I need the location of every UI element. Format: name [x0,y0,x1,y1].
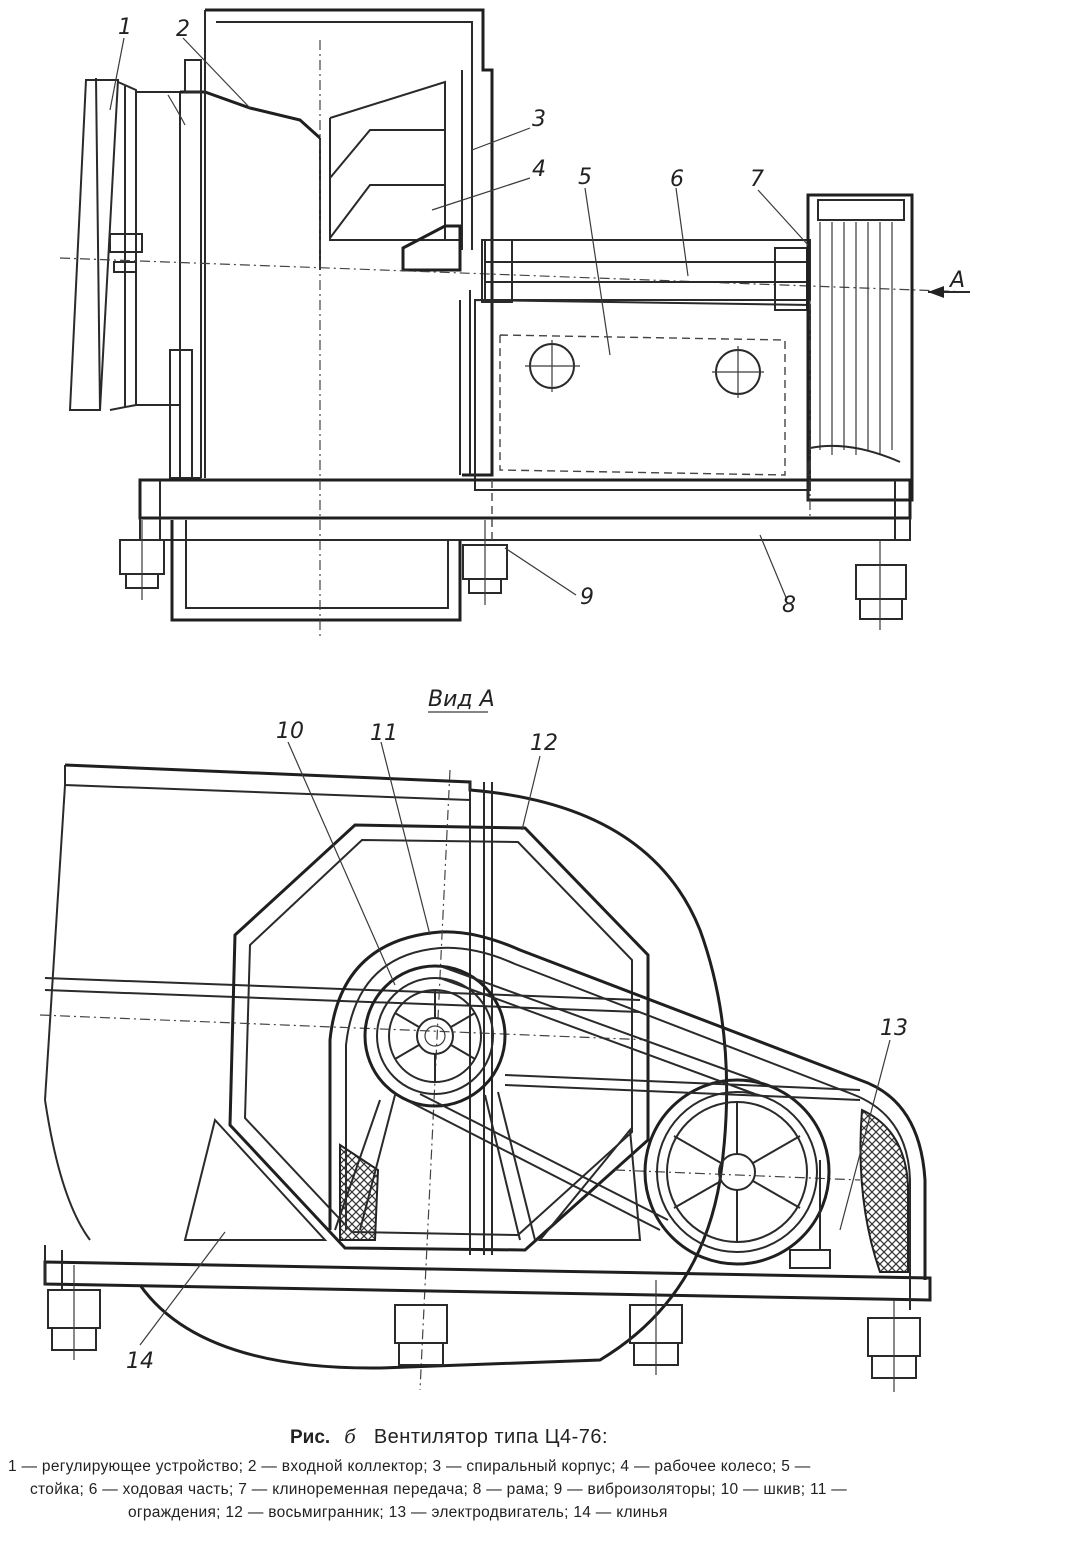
inlet-collector [169,59,322,479]
caption-figure-number: б [344,1426,356,1448]
label-4: 4 [532,157,546,182]
label-arrow-a: A [948,268,965,293]
frame [138,478,912,541]
label-8: 8 [782,593,796,618]
caption-figure-title: Вентилятор типа Ц4-76: [373,1426,609,1448]
label-13: 13 [880,1016,908,1041]
caption-line-2: стойка; 6 — ходовая часть; 7 — клинореме… [30,1481,848,1498]
label-12: 12 [530,731,558,756]
view-label: Вид А [428,687,495,712]
lower-casing [170,520,462,622]
vibration-isolators [119,520,907,630]
label-7: 7 [750,167,764,192]
label-6: 6 [670,167,684,192]
running-part [59,239,971,311]
label-11: 11 [370,721,398,746]
label-1: 1 [118,15,132,40]
guard [328,930,927,1280]
label-3: 3 [532,107,546,132]
fan-pulley [363,964,507,1108]
view-a: 10 11 12 13 14 [39,719,932,1392]
caption-prefix: Рис. [290,1427,331,1448]
regulating-device [68,77,186,411]
motor-pulley [643,1078,831,1266]
label-14: 14 [126,1349,154,1374]
label-5: 5 [578,165,592,190]
pulley [806,193,914,502]
side-view: 1 2 3 4 5 6 7 9 8 A [59,8,971,640]
caption-title: Рис. б Вентилятор типа Ц4-76: [290,1426,608,1449]
label-10: 10 [276,719,304,744]
spiral-casing [204,8,494,478]
impeller [319,80,462,272]
view-a-isolators [47,1265,921,1392]
octagon [228,823,650,1252]
caption-line-1: 1 — регулирующее устройство; 2 — входной… [8,1458,811,1475]
label-2: 2 [176,17,190,42]
label-9: 9 [580,585,594,610]
caption-line-3: ограждения; 12 — восьмигранник; 13 — эле… [128,1504,668,1521]
base-frame [43,1245,932,1310]
stand [474,298,811,491]
